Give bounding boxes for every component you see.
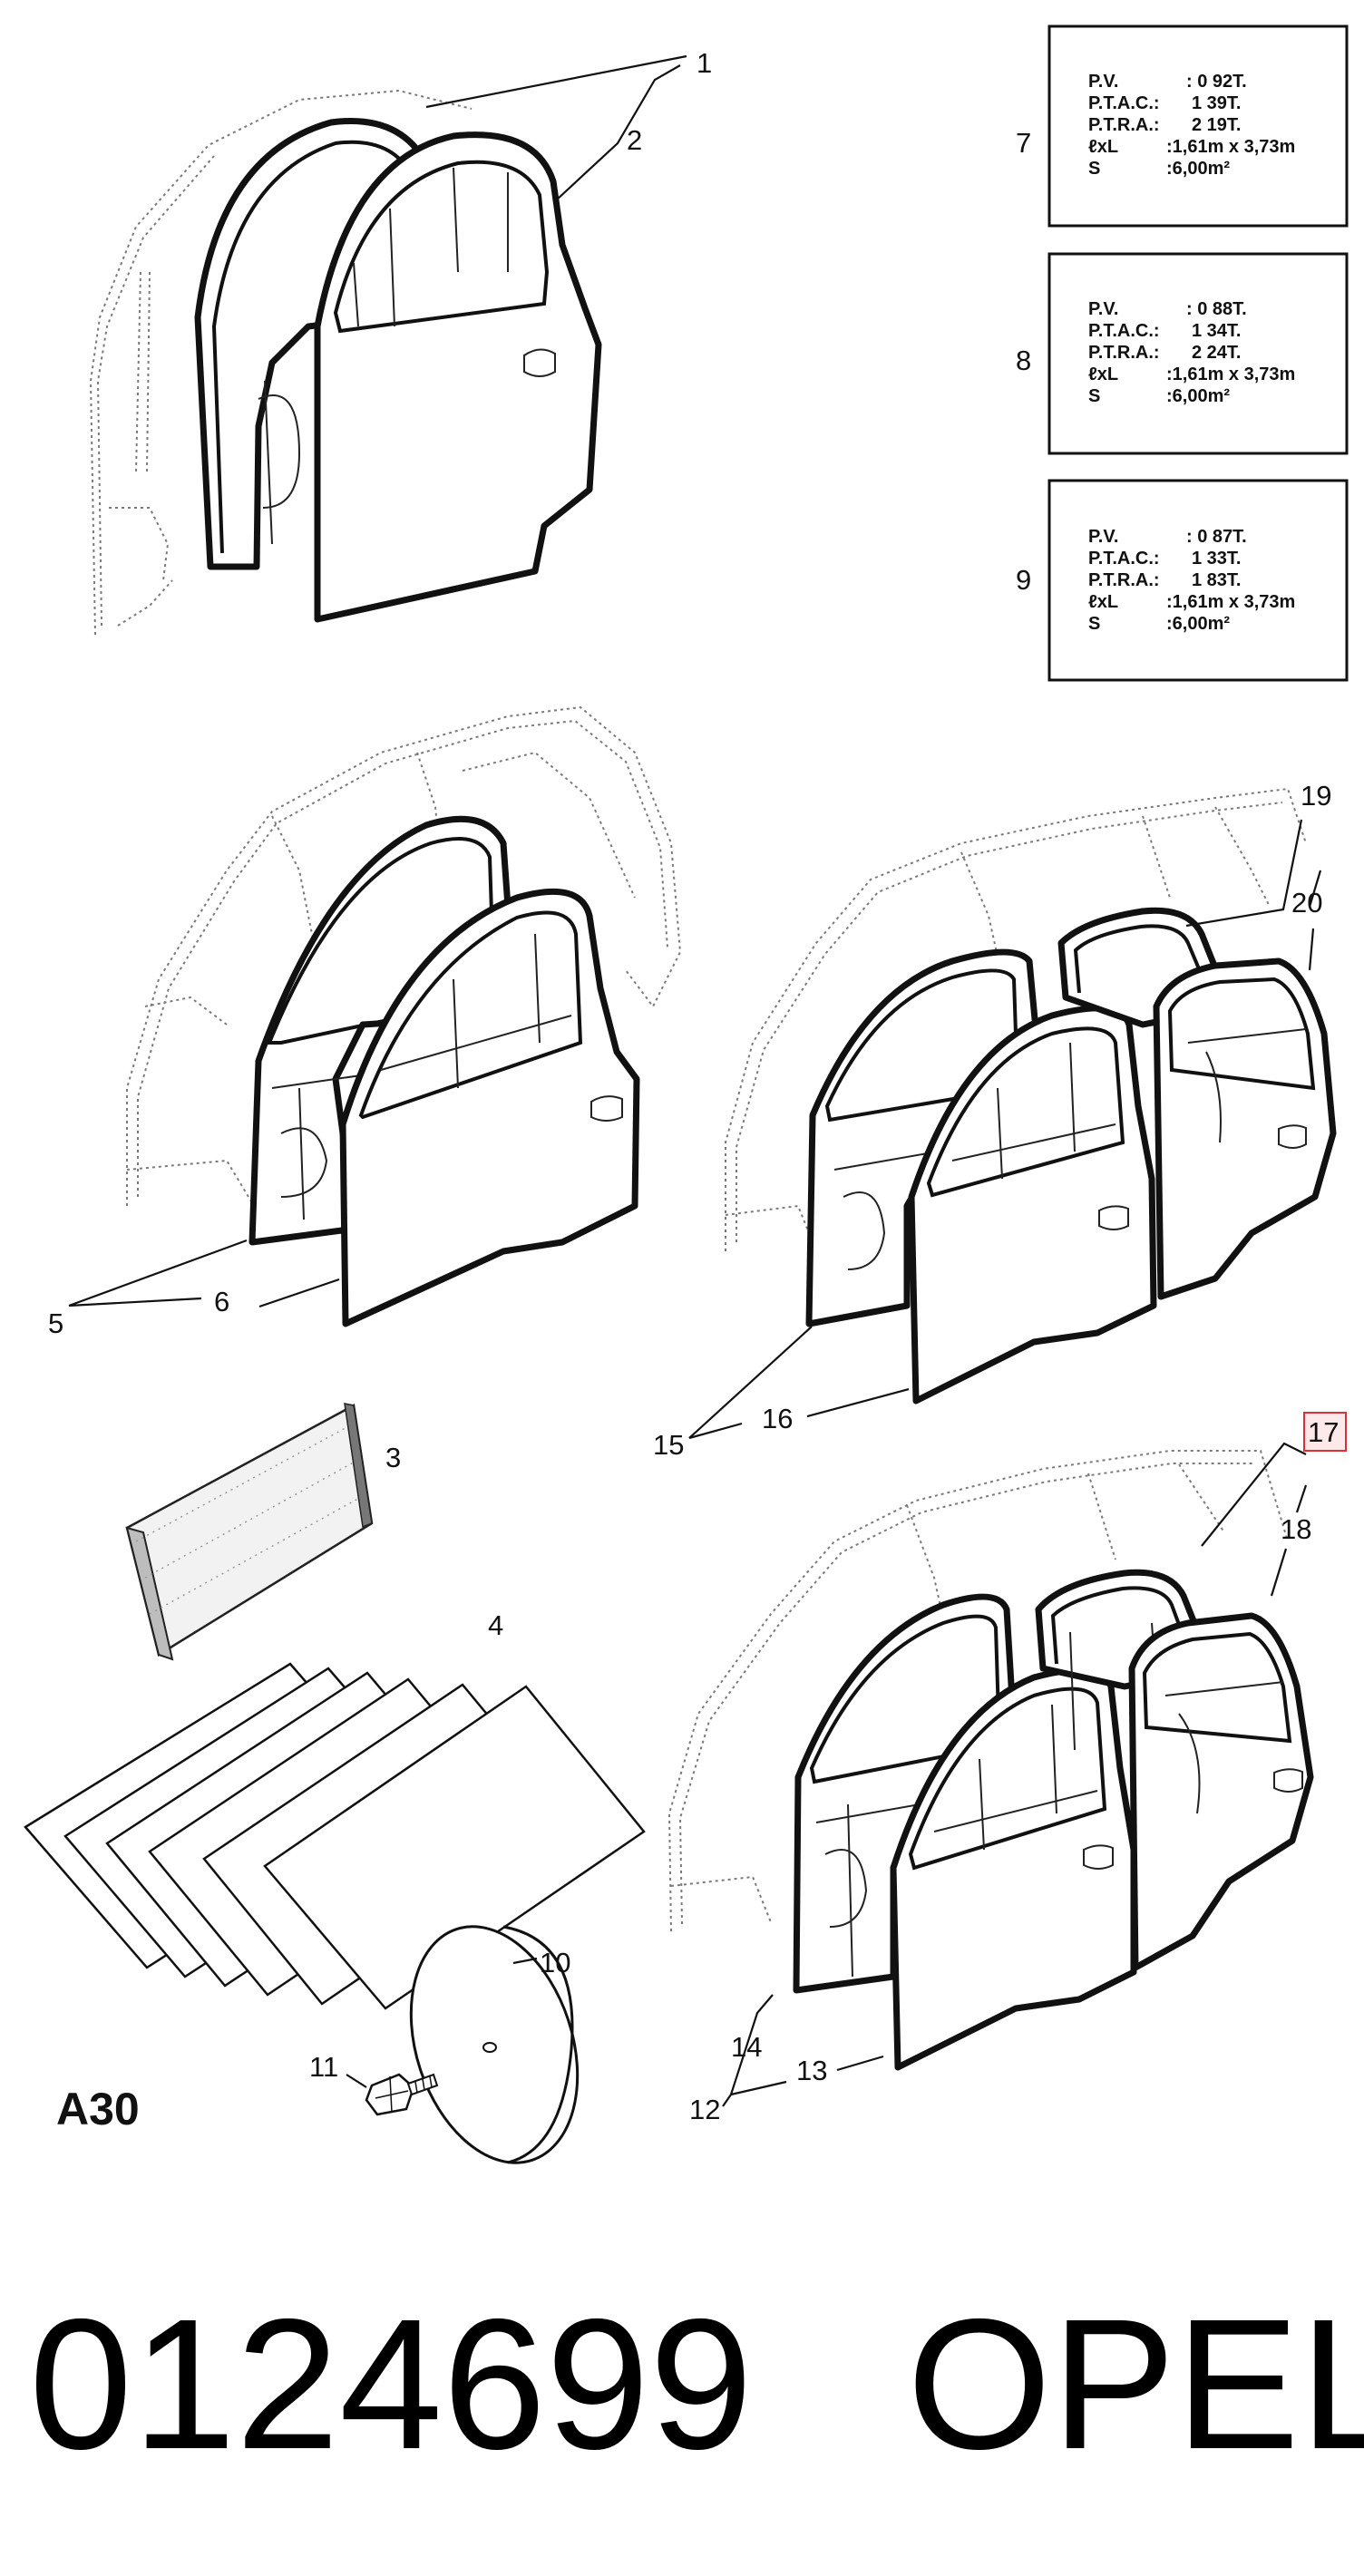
callout-4: 4 (488, 1609, 503, 1641)
callout-2: 2 (627, 124, 642, 156)
svg-text:S: S (1088, 386, 1100, 406)
spec-box-9: P.V. : 0 87T. P.T.A.C.: 1 33T. P.T.R.A.:… (1047, 479, 1349, 682)
svg-text:2 19T.: 2 19T. (1192, 115, 1241, 135)
callout-14: 14 (731, 2031, 762, 2063)
svg-text::1,61m x 3,73m: :1,61m x 3,73m (1166, 137, 1295, 157)
foil-sheets-item-4 (24, 1662, 646, 2010)
spec-box-7: P.V. : 0 92T. P.T.A.C.: 1 39T. P.T.R.A.:… (1047, 24, 1349, 228)
spec-box-8: P.V. : 0 88T. P.T.A.C.: 1 34T. P.T.R.A.:… (1047, 252, 1349, 455)
callout-10: 10 (540, 1947, 570, 1978)
svg-text:P.T.R.A.:: P.T.R.A.: (1088, 115, 1160, 135)
svg-text:1 39T.: 1 39T. (1192, 93, 1241, 113)
front-door-item-16 (908, 1005, 1157, 1405)
rear-door-item-18 (1128, 1612, 1314, 1971)
svg-text::1,61m x 3,73m: :1,61m x 3,73m (1166, 592, 1295, 612)
callout-17: 17 (1308, 1416, 1339, 1448)
page-reference: A30 (56, 2084, 140, 2134)
part-number: 0124699 (29, 2280, 753, 2488)
svg-text:S: S (1088, 614, 1100, 634)
svg-text::6,00m²: :6,00m² (1166, 386, 1230, 406)
svg-text:: 0 87T.: : 0 87T. (1186, 527, 1247, 547)
svg-text:2 24T.: 2 24T. (1192, 343, 1241, 363)
callout-5: 5 (48, 1307, 63, 1339)
svg-text::1,61m x 3,73m: :1,61m x 3,73m (1166, 365, 1295, 384)
front-door-frame-item-15 (805, 948, 1047, 1327)
svg-text:P.V.: P.V. (1088, 527, 1118, 547)
door-frame-seal-item-5 (248, 815, 512, 1246)
callout-3: 3 (385, 1442, 401, 1473)
svg-text:P.T.A.C.:: P.T.A.C.: (1088, 321, 1160, 341)
callout-17-highlight (1303, 1412, 1347, 1452)
callout-19: 19 (1301, 780, 1331, 812)
callout-9: 9 (1016, 564, 1031, 596)
rear-door-item-20 (1153, 957, 1337, 1300)
front-door-frame-item-14 (793, 1593, 1019, 1994)
svg-text:1 34T.: 1 34T. (1192, 321, 1241, 341)
brand-name: OPEL (907, 2280, 1364, 2488)
callout-18: 18 (1281, 1513, 1311, 1545)
cover-disc-item-10 (409, 1925, 580, 2164)
callout-8: 8 (1016, 345, 1031, 376)
screw-item-11 (365, 2073, 439, 2116)
svg-text:ℓxL: ℓxL (1088, 365, 1118, 384)
body-side-outline-5door-b (667, 1450, 1289, 1932)
svg-text:P.T.R.A.:: P.T.R.A.: (1088, 570, 1160, 590)
front-door-item-2 (314, 131, 602, 623)
callout-labels: 1 2 3 4 5 6 7 8 9 10 11 12 13 14 15 16 1… (48, 47, 1347, 2125)
svg-text:P.T.A.C.:: P.T.A.C.: (1088, 549, 1160, 569)
svg-text:ℓxL: ℓxL (1088, 592, 1118, 612)
svg-text:S: S (1088, 159, 1100, 179)
svg-text:P.V.: P.V. (1088, 72, 1118, 92)
callout-1: 1 (697, 47, 712, 79)
callout-15: 15 (653, 1429, 684, 1461)
callout-7: 7 (1016, 127, 1031, 159)
svg-text:P.V.: P.V. (1088, 299, 1118, 319)
callout-6: 6 (214, 1286, 229, 1317)
front-door-item-6 (339, 888, 640, 1327)
callout-16: 16 (762, 1403, 793, 1434)
svg-text:: 0 88T.: : 0 88T. (1186, 299, 1247, 319)
svg-text:P.T.R.A.:: P.T.R.A.: (1088, 343, 1160, 363)
svg-text:1 33T.: 1 33T. (1192, 549, 1241, 569)
sound-insulation-pad-item-3 (125, 1403, 374, 1661)
callout-12: 12 (689, 2094, 720, 2125)
svg-text::6,00m²: :6,00m² (1166, 159, 1230, 179)
svg-text:ℓxL: ℓxL (1088, 137, 1118, 157)
body-side-outline-3door (126, 705, 682, 1207)
callout-20: 20 (1291, 887, 1322, 919)
leader-lines (68, 54, 1322, 2107)
svg-text:P.T.A.C.:: P.T.A.C.: (1088, 93, 1160, 113)
body-side-outline-5door-a (725, 787, 1307, 1252)
callout-13: 13 (796, 2055, 827, 2086)
svg-text:: 0 92T.: : 0 92T. (1186, 72, 1247, 92)
body-side-outline-top (89, 89, 473, 636)
svg-text:1 83T.: 1 83T. (1192, 570, 1241, 590)
svg-text::6,00m²: :6,00m² (1166, 614, 1230, 634)
callout-11: 11 (309, 2051, 338, 2083)
